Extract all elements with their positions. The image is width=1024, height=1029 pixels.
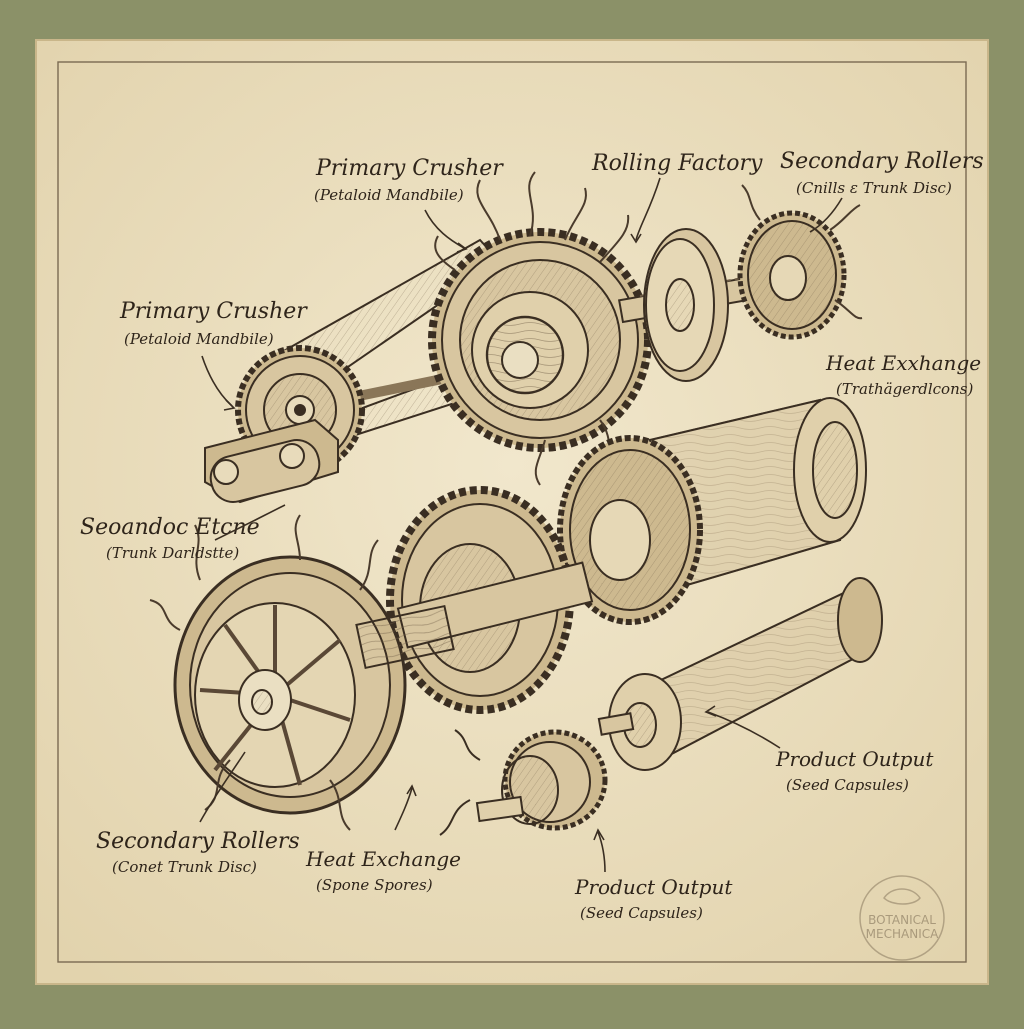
arrow-output-bottom: [597, 831, 606, 873]
rolling-factory-disc: [643, 228, 729, 382]
label-rollers-bottom-title: Secondary Rollers: [96, 829, 300, 854]
botanical-mechanica-stamp: BOTANICAL MECHANICA: [859, 875, 945, 961]
label-output-right-title: Product Output: [775, 747, 934, 771]
mid-gear-disc: [557, 435, 703, 625]
arrow-output-right-head: [704, 705, 717, 717]
arrow-heat-bottom: [394, 787, 413, 831]
label-secondary-left-sub: (Trunk Darldstte): [106, 544, 239, 562]
label-rollers-top-title: Secondary Rollers: [780, 149, 984, 174]
top-disc-tendrils: [741, 184, 863, 320]
tracked-base: [204, 418, 339, 504]
inner-border: [57, 61, 967, 963]
label-output-bottom-title: Product Output: [574, 875, 733, 899]
label-heat-right-title: Heat Exxhange: [825, 351, 981, 375]
label-output-bottom-sub: (Seed Capsules): [580, 904, 703, 922]
product-output-capsule: [439, 729, 608, 836]
label-heat-right-sub: (Trathägerdlcons): [836, 380, 973, 398]
arrow-crusher-left-head: [223, 399, 236, 411]
label-rollers-bottom-sub: (Conet Trunk Disc): [112, 858, 257, 876]
stamp-line2: MECHANICA: [866, 927, 939, 941]
arrow-output-bottom-head: [593, 828, 605, 841]
stamp-emblem-icon: [883, 888, 921, 905]
primary-crusher-top-wheel: [428, 228, 652, 452]
leader-arrows: [199, 177, 843, 873]
label-output-right-sub: (Seed Capsules): [786, 776, 909, 794]
label-group: Primary Crusher (Petaloid Mandbile) Roll…: [80, 149, 984, 922]
arrow-crusher-top-head: [456, 242, 468, 253]
secondary-rollers-bottom-wheel: [173, 555, 455, 815]
arrow-rolling-factory: [635, 177, 661, 241]
stamp-line1: BOTANICAL: [868, 913, 936, 927]
label-rolling-factory: Rolling Factory: [591, 151, 763, 176]
arrow-rolling-factory-head: [630, 233, 642, 244]
arrow-crusher-top: [424, 209, 465, 249]
arrow-rollers-top: [809, 197, 843, 233]
label-crusher-left-title: Primary Crusher: [119, 299, 308, 324]
label-secondary-left-title: Seoandoc Etcne: [80, 515, 260, 540]
label-rollers-top-sub: (Cnills ɛ Trunk Disc): [796, 179, 952, 197]
label-heat-bottom-sub: (Spone Spores): [316, 876, 433, 894]
label-heat-bottom-title: Heat Exchange: [305, 847, 461, 871]
arrow-secondary-left: [214, 504, 286, 541]
label-crusher-top-sub: (Petaloid Mandbile): [314, 186, 464, 204]
product-output-roller: [597, 577, 883, 771]
label-crusher-left-sub: (Petaloid Mandbile): [124, 330, 274, 348]
arrow-output-right: [707, 711, 781, 749]
secondary-rollers-top-disc: [737, 210, 847, 340]
label-crusher-top-title: Primary Crusher: [315, 156, 504, 181]
arrow-rollers-bottom: [199, 751, 246, 823]
arrow-heat-bottom-head: [406, 784, 417, 797]
